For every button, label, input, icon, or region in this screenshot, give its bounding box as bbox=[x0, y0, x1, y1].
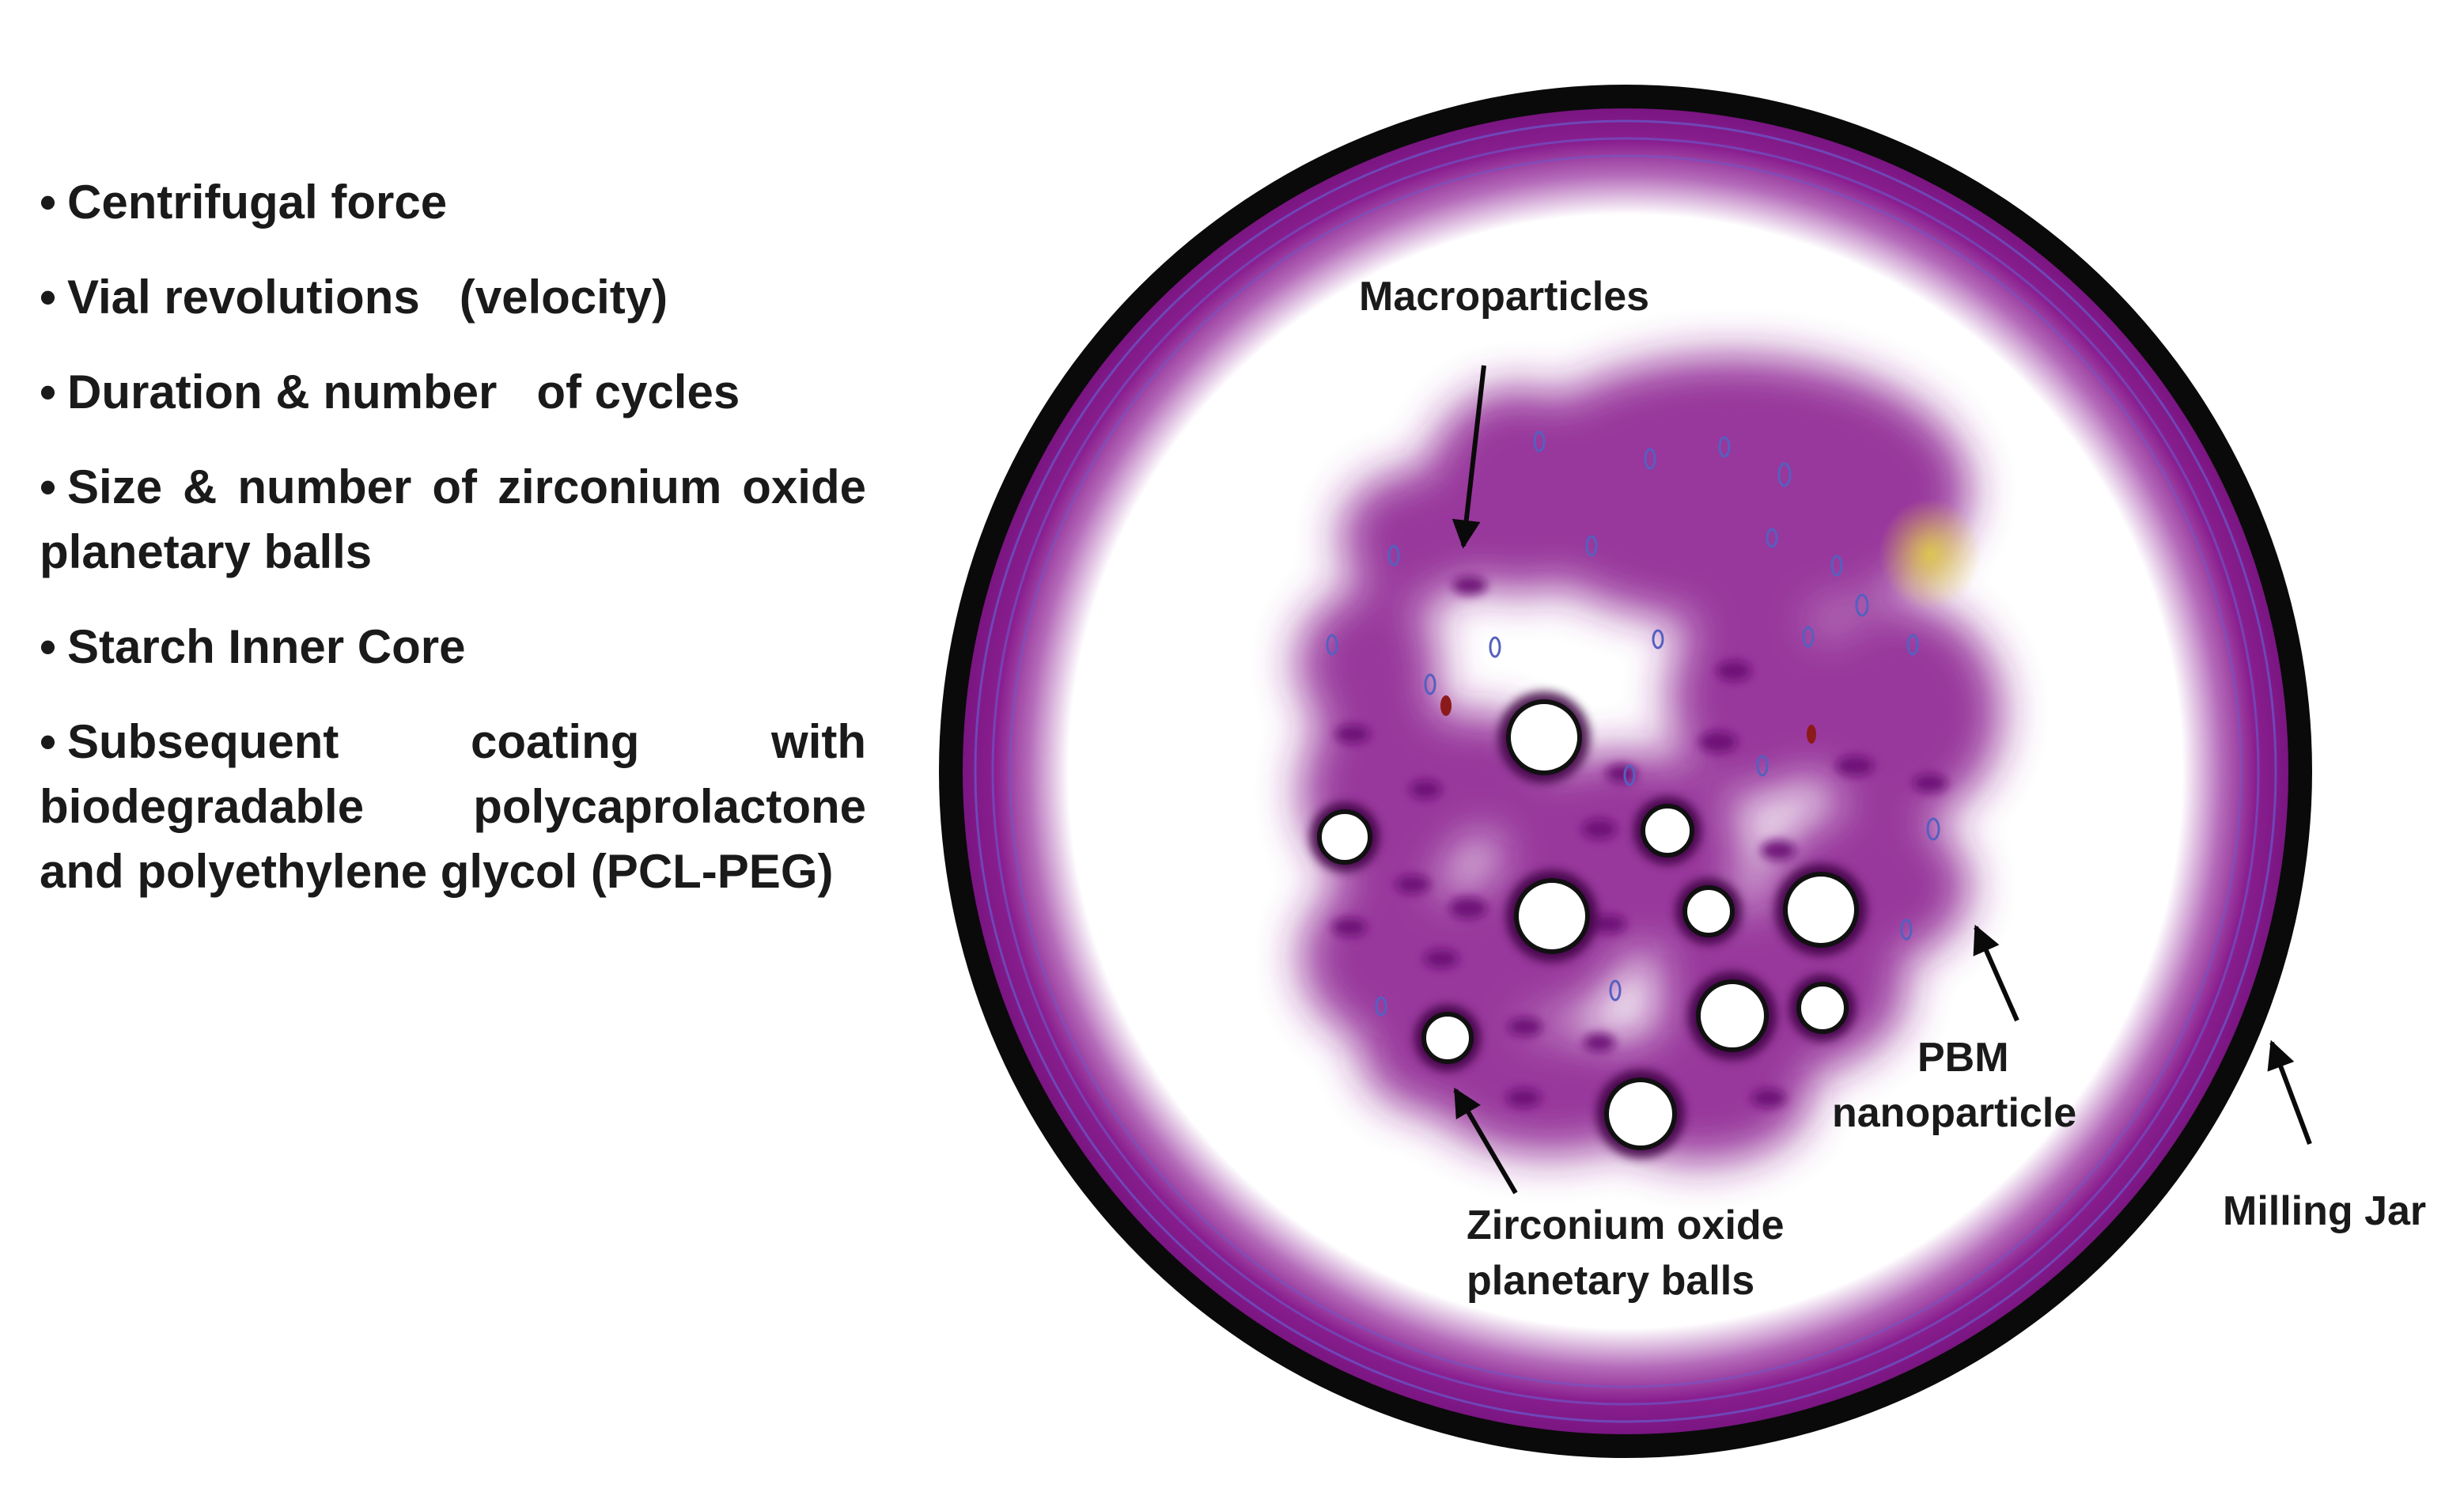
pbm-label-line2: nanoparticle bbox=[1832, 1090, 2076, 1136]
zirconium-ball bbox=[1604, 1077, 1677, 1150]
pbm-nanoparticle-arrow bbox=[1973, 924, 2019, 1022]
bullet-item: •Starch Inner Core bbox=[40, 620, 466, 673]
jar-inner-ring bbox=[974, 119, 2277, 1423]
macroparticles-label: Macroparticles bbox=[1359, 274, 1649, 320]
zirconium-label-line2: planetary balls bbox=[1467, 1258, 1754, 1304]
milling-jar-label: Milling Jar bbox=[2223, 1188, 2426, 1234]
zirconium-ball bbox=[1506, 699, 1582, 775]
zirconium-ball bbox=[1421, 1012, 1474, 1064]
bullet-text: Size & number of zirconium oxide planeta… bbox=[40, 460, 866, 578]
zirconium-ball bbox=[1796, 982, 1849, 1034]
bullet-item: •Duration & number of cycles bbox=[40, 365, 740, 418]
jar-inner-ring bbox=[991, 137, 2260, 1406]
macroparticles-arrow bbox=[1452, 365, 1486, 549]
zirconium-ball bbox=[1317, 809, 1372, 865]
zirconium-ball bbox=[1682, 885, 1735, 937]
zirconium-ball bbox=[1641, 804, 1694, 858]
zirconium-ball bbox=[1514, 878, 1590, 954]
bullet-item: •Vial revolutions (velocity) bbox=[40, 271, 668, 324]
bullet-item: •Size & number of zirconium oxide planet… bbox=[40, 460, 866, 578]
macroparticles bbox=[1326, 430, 1947, 1108]
bullet-item: •Centrifugal force bbox=[40, 176, 448, 229]
bullet-item: •Subsequent coating with biodegradable p… bbox=[40, 715, 866, 898]
zirconium-balls-arrow bbox=[1453, 1087, 1518, 1195]
bullet-text: Subsequent coating with biodegradable po… bbox=[40, 715, 866, 898]
bullet-text: Starch Inner Core bbox=[67, 620, 466, 673]
parameter-list: •Centrifugal force •Vial revolutions (ve… bbox=[40, 170, 866, 934]
planetary-balls bbox=[1310, 691, 1867, 1158]
pbm-label-line1: PBM bbox=[1917, 1035, 2009, 1081]
bullet-text: Centrifugal force bbox=[67, 176, 448, 229]
yellow-tint bbox=[1879, 498, 1981, 609]
zirconium-ball bbox=[1783, 872, 1859, 948]
zirconium-ball bbox=[1696, 979, 1769, 1052]
jar-inner-ring bbox=[1009, 154, 2243, 1388]
bullet-text: Duration & number of cycles bbox=[67, 365, 740, 418]
bullet-text: Vial revolutions (velocity) bbox=[67, 271, 668, 324]
zirconium-label-line1: Zirconium oxide bbox=[1467, 1202, 1785, 1248]
milling-jar-arrow bbox=[2267, 1040, 2312, 1146]
